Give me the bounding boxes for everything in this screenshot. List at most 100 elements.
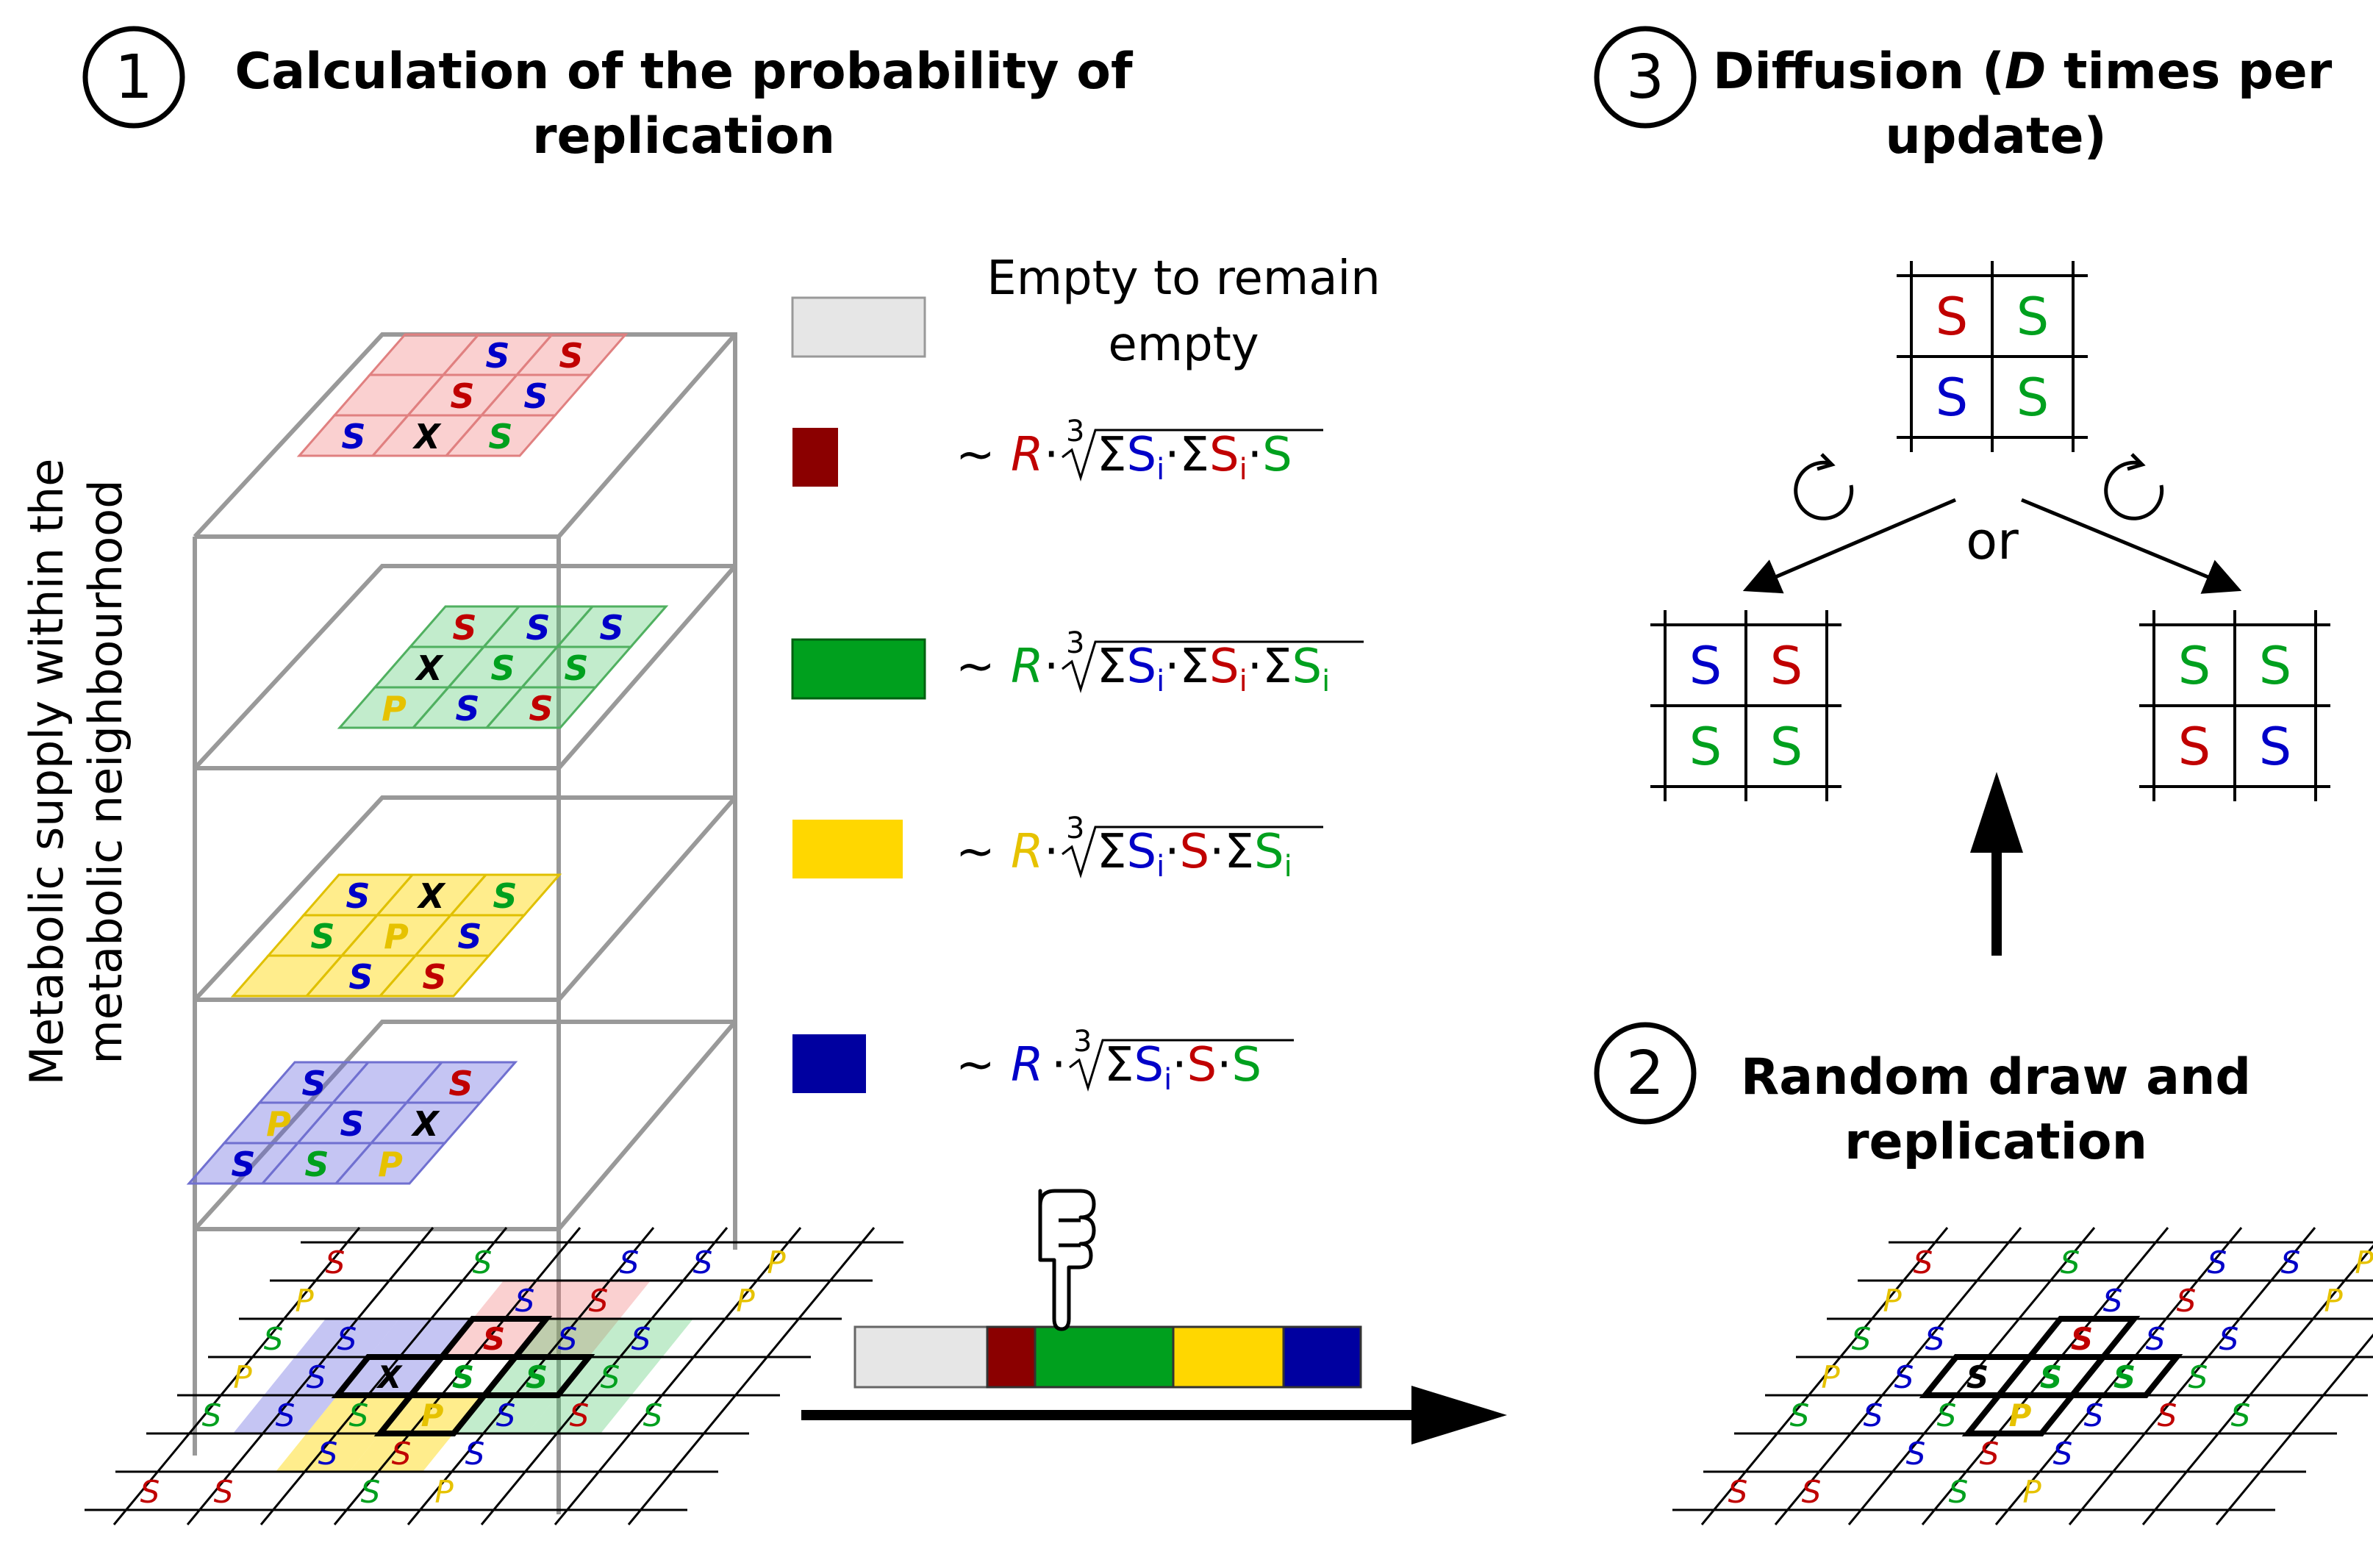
- lattice-cell-letter: S: [1980, 1436, 2000, 1472]
- formula-yellow-dot: ·: [1044, 825, 1059, 879]
- layer-cell-letter: S: [455, 689, 479, 728]
- formula-yellow-tilde: ~: [956, 825, 995, 879]
- lattice-cell-letter: P: [1821, 1359, 1840, 1395]
- formula-yellow-body: ΣSi·S·ΣSi: [1097, 825, 1292, 884]
- lattice-shade: [589, 1319, 693, 1357]
- lattice-cell-letter: S: [2177, 1283, 2197, 1319]
- lattice-shade: [233, 1395, 337, 1433]
- formula-blue-tilde: ~: [956, 1038, 995, 1092]
- step1-title-line2: replication: [532, 107, 835, 165]
- lattice-cell-letter: S: [326, 1245, 346, 1281]
- lattice-line: [1847, 1227, 2096, 1525]
- layer-cell-letter: P: [382, 689, 407, 728]
- lattice-shade: [473, 1281, 577, 1319]
- step3-number-circle: [1594, 26, 1697, 129]
- draw-bar-yellow: [1172, 1325, 1285, 1389]
- layer-cell-letter: P: [378, 1145, 403, 1184]
- legend-empty-swatch: [791, 296, 926, 358]
- layer-cell-letter: S: [457, 917, 482, 956]
- lattice-cell-letter: S: [601, 1359, 620, 1395]
- draw-bar: [853, 1325, 1362, 1389]
- lattice-cell-letter: S: [2219, 1321, 2239, 1357]
- lattice-cell-letter: P: [1883, 1283, 1902, 1319]
- diffusion-cell-letter: S: [2016, 368, 2049, 428]
- lattice-shade: [276, 1433, 380, 1472]
- step3-title-a: Diffusion (: [1713, 43, 2005, 101]
- draw-bar-green: [1034, 1325, 1175, 1389]
- diffusion-cell-letter: S: [2178, 717, 2211, 777]
- layer-cell-letter: S: [340, 1104, 364, 1144]
- formula-yellow: ~ R · 3 ΣSi·S·ΣSi: [956, 812, 1323, 884]
- layer-cell-letter: S: [559, 336, 583, 376]
- lattice-cell-letter: S: [473, 1245, 493, 1281]
- diffusion-cell-letter: S: [1689, 636, 1722, 696]
- formula-green-R: R: [1011, 640, 1043, 694]
- step2-number: 2: [1626, 1039, 1664, 1109]
- lattice-line: [112, 1227, 361, 1525]
- layer-cell-letter: X: [410, 1104, 440, 1144]
- legend-red-swatch: [792, 428, 838, 487]
- lattice-cell-letter: S: [2188, 1359, 2208, 1395]
- layer-cell-letter: S: [485, 336, 509, 376]
- layer-cell-letter: S: [564, 648, 588, 688]
- layer-cell-letter: S: [493, 876, 517, 916]
- formula-blue: ~ R · 3 ΣSi·S·S: [956, 1025, 1294, 1097]
- lattice-cell-letter: P: [2022, 1474, 2041, 1510]
- lattice-neighbour-outline: [373, 1392, 491, 1436]
- lattice-line: [554, 1227, 802, 1525]
- layer-cell-letter: S: [523, 376, 548, 416]
- lattice-line: [627, 1227, 876, 1525]
- lattice-cell-letter: P: [434, 1474, 454, 1510]
- lattice-line: [2068, 1227, 2316, 1525]
- layer-cell-letter: S: [448, 1064, 473, 1103]
- lattice-cell-letter: S: [2084, 1397, 2104, 1433]
- lattice-neighbour-outline: [2066, 1354, 2183, 1398]
- lattice-shade: [527, 1395, 631, 1433]
- formula-blue-radical: [1069, 1039, 1294, 1092]
- lattice-line: [1774, 1227, 2022, 1525]
- formula-red-R: R: [1011, 428, 1043, 482]
- lattice-cell-letter: S: [558, 1321, 578, 1357]
- lattice-cell-letter: S: [318, 1436, 338, 1472]
- formula-yellow-radical: [1062, 826, 1323, 879]
- diffusion-cell-letter: S: [2259, 717, 2291, 777]
- step1-title-line1: Calculation of the probability of: [235, 43, 1134, 101]
- lattice-cell-letter: P: [736, 1283, 755, 1319]
- lattice-cell-letter: P: [2324, 1283, 2343, 1319]
- lattice-cell-letter: P: [2009, 1397, 2032, 1433]
- legend-blue-swatch: [792, 1034, 866, 1093]
- diffusion-cell-letter: S: [2178, 636, 2211, 696]
- layer-cell: [484, 686, 598, 729]
- formula-blue-index: 3: [1073, 1025, 1092, 1059]
- formula-green: ~ R · 3 ΣSi·ΣSi·ΣSi: [956, 626, 1364, 698]
- lattice-cell-letter: S: [589, 1283, 609, 1319]
- lattice-cell-letter: S: [2158, 1397, 2177, 1433]
- step1-heading: 1 Calculation of the probability of repl…: [82, 26, 1134, 165]
- legend-empty-label-line2: empty: [1108, 318, 1259, 372]
- process-arrow-right: [801, 1386, 1507, 1445]
- lattice-cell-letter: S: [643, 1397, 663, 1433]
- lattice-cell-letter: S: [693, 1245, 713, 1281]
- lattice-cell-letter: S: [214, 1474, 234, 1510]
- layer-cell-letter: X: [416, 876, 446, 916]
- formula-blue-body: ΣSi·S·S: [1104, 1038, 1261, 1097]
- layer-cell: [443, 414, 558, 457]
- draw-bar-red: [986, 1325, 1037, 1389]
- lattice-cell-letter: S: [140, 1474, 160, 1510]
- lattice-cell-letter: S: [202, 1397, 222, 1433]
- layer-cell-letter: S: [529, 689, 553, 728]
- lattice-cell-letter: S: [452, 1359, 474, 1395]
- step3-heading: 3 Diffusion (D times per update): [1594, 26, 2333, 165]
- layer-cell-letter: X: [414, 648, 444, 688]
- lattice-cell-letter: P: [2355, 1245, 2373, 1281]
- lattice-cell-letter: S: [1864, 1397, 1883, 1433]
- lattice-cell-letter: S: [483, 1321, 505, 1357]
- lattice-neighbour-outline: [1961, 1392, 2079, 1436]
- process-arrow-up: [1970, 772, 2023, 956]
- layer-cell-letter: S: [348, 957, 373, 997]
- diffusion-cell-letter: S: [1936, 287, 1968, 347]
- lattice-cell-letter: S: [496, 1397, 516, 1433]
- lattice-neighbour-outline: [478, 1354, 595, 1398]
- step3-title-line1: Diffusion (D times per: [1713, 43, 2333, 101]
